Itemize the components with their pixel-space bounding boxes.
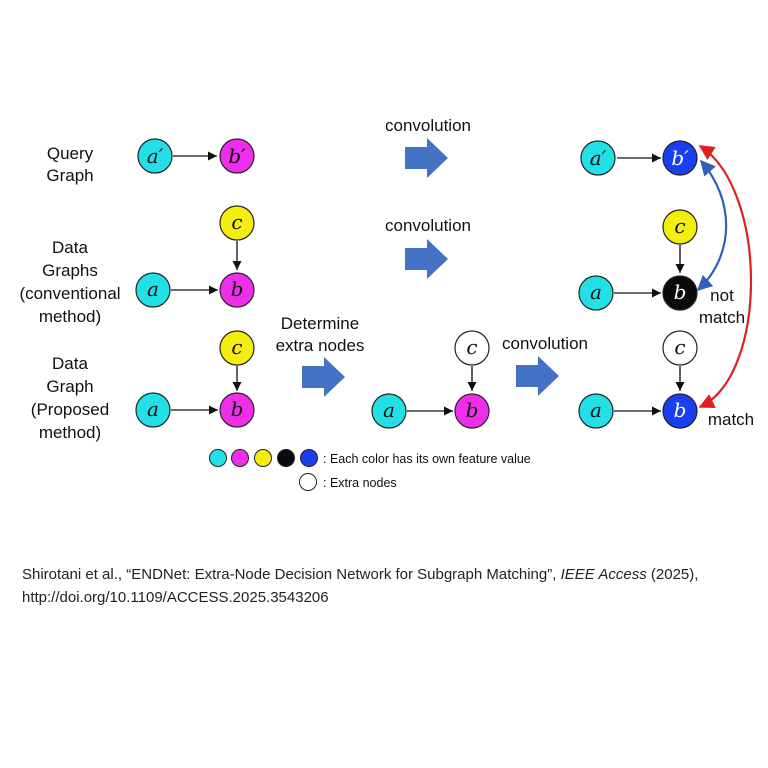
node-a-prime-label: a′ <box>147 144 164 168</box>
convolved-conventional-graph: c a b <box>578 209 698 311</box>
label-query-graph: Query Graph <box>46 144 93 185</box>
node-b-blue <box>662 393 698 429</box>
node-b-black <box>662 275 698 311</box>
node-b-label: b <box>231 277 244 301</box>
node-a-label: a <box>147 277 159 301</box>
convolved-query-graph: a′ b′ <box>580 140 698 176</box>
node-c-extra <box>454 330 490 366</box>
label-data-graphs-conventional: Data Graphs (conventional method) <box>19 238 120 326</box>
node-c-label: c <box>674 335 685 359</box>
citation-authors: Shirotani et al., <box>22 566 127 583</box>
not-match-curve <box>696 159 728 292</box>
node-a-label: a <box>590 398 602 422</box>
node-a <box>578 393 614 429</box>
node-b-prime <box>219 138 255 174</box>
node-c-label: c <box>466 335 477 359</box>
node-c-label: c <box>674 214 685 238</box>
label-conventional-line4: method) <box>39 307 101 326</box>
node-c <box>219 330 255 366</box>
proposed-data-graph: c a b <box>135 330 255 428</box>
convolution-arrow-query <box>405 138 448 178</box>
convolution-label-proposed: convolution <box>502 334 588 353</box>
node-a <box>135 272 171 308</box>
label-conventional-line1: Data <box>52 238 88 257</box>
node-a-label: a <box>590 280 602 304</box>
node-c-extra <box>662 330 698 366</box>
node-b <box>454 393 490 429</box>
determine-arrow <box>302 357 345 397</box>
label-data-graph-proposed: Data Graph (Proposed method) <box>31 354 109 442</box>
node-b-prime-label: b′ <box>671 146 689 170</box>
citation: Shirotani et al., “ENDNet: Extra-Node De… <box>22 563 762 609</box>
label-query-graph-line1: Query <box>47 144 94 163</box>
legend-extra-text: : Extra nodes <box>323 476 397 490</box>
node-b <box>219 392 255 428</box>
convolution-arrow-conventional <box>405 239 448 279</box>
convolution-arrow-proposed <box>516 356 559 396</box>
label-conventional-line3: (conventional <box>19 284 120 303</box>
legend: : Each color has its own feature value :… <box>209 449 531 491</box>
citation-year: (2025), <box>646 566 699 583</box>
legend-swatch-black <box>277 449 295 467</box>
node-a <box>371 393 407 429</box>
node-b-label: b <box>466 398 479 422</box>
legend-swatch-blue <box>300 449 318 467</box>
node-b-prime <box>662 140 698 176</box>
node-a-prime <box>137 138 173 174</box>
legend-swatch-magenta <box>231 449 249 467</box>
label-query-graph-line2: Graph <box>46 166 93 185</box>
query-graph: a′ b′ <box>137 138 255 174</box>
citation-doi: http://doi.org/10.1109/ACCESS.2025.35432… <box>22 589 329 606</box>
determine-label-line2: extra nodes <box>276 336 365 355</box>
legend-swatch-yellow <box>254 449 272 467</box>
citation-title: “ENDNet: Extra-Node Decision Network for… <box>126 566 561 583</box>
legend-swatch-extra <box>299 473 317 491</box>
node-c-label: c <box>231 335 242 359</box>
convolution-label-query: convolution <box>385 116 471 135</box>
label-proposed-line1: Data <box>52 354 88 373</box>
legend-colors-text: : Each color has its own feature value <box>323 452 531 466</box>
legend-swatch-cyan <box>209 449 227 467</box>
convolved-proposed-graph: c a b <box>578 330 698 429</box>
node-b <box>219 272 255 308</box>
node-a <box>578 275 614 311</box>
convolution-label-conventional: convolution <box>385 216 471 235</box>
not-match-label-line2: match <box>699 308 745 327</box>
node-a-label: a <box>147 397 159 421</box>
citation-journal: IEEE Access <box>560 566 647 583</box>
node-b-label: b <box>674 280 687 304</box>
not-match-label-line1: not <box>710 286 734 305</box>
label-conventional-line2: Graphs <box>42 261 98 280</box>
match-label: match <box>708 410 754 429</box>
node-a-prime-label: a′ <box>590 146 607 170</box>
determine-label-line1: Determine <box>281 314 359 333</box>
node-a-prime <box>580 140 616 176</box>
node-b-label: b <box>674 398 687 422</box>
node-a <box>135 392 171 428</box>
node-b-prime-label: b′ <box>228 144 246 168</box>
match-curve <box>698 145 752 409</box>
node-b-label: b <box>231 397 244 421</box>
conventional-data-graph: c a b <box>135 205 255 308</box>
node-a-label: a <box>383 398 395 422</box>
label-proposed-line2: Graph <box>46 377 93 396</box>
node-c <box>219 205 255 241</box>
label-proposed-line4: method) <box>39 423 101 442</box>
intermediate-graph: c a b <box>371 330 490 429</box>
node-c-label: c <box>231 210 242 234</box>
label-proposed-line3: (Proposed <box>31 400 109 419</box>
